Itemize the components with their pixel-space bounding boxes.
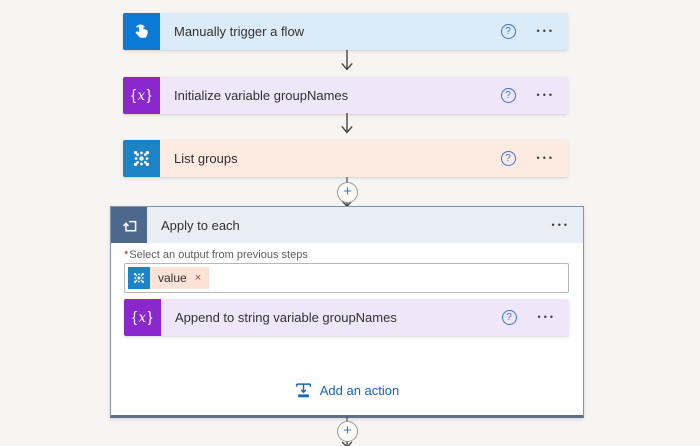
action-card-append-to-string-variable[interactable]: {x} Append to string variable groupNames… [124, 299, 569, 336]
add-an-action-button[interactable]: Add an action [289, 379, 406, 402]
scope-title: Apply to each [161, 217, 240, 233]
help-icon[interactable]: ? [500, 151, 516, 166]
required-asterisk: * [124, 249, 129, 261]
help-icon[interactable]: ? [500, 88, 516, 103]
office365-groups-icon [128, 267, 150, 289]
add-action-label: Add an action [319, 383, 400, 398]
ellipsis-menu-icon[interactable]: ••• [537, 312, 556, 322]
apply-to-each-loop-icon [111, 207, 147, 243]
token-dismiss-icon[interactable]: × [194, 272, 202, 284]
action-card-list-groups[interactable]: List groups ? ••• [123, 140, 568, 177]
card-title: Manually trigger a flow [174, 24, 305, 39]
ellipsis-menu-icon[interactable]: ••• [536, 153, 555, 163]
card-title: List groups [174, 151, 238, 166]
ellipsis-menu-icon[interactable]: ••• [536, 26, 555, 36]
help-icon[interactable]: ? [500, 24, 516, 39]
action-card-initialize-variable[interactable]: {x} Initialize variable groupNames ? ••• [123, 77, 568, 114]
apply-to-each-body: *Select an output from previous steps [111, 243, 583, 416]
insert-step-button[interactable]: + [337, 421, 358, 442]
variable-icon: {x} [123, 77, 160, 114]
add-action-icon [295, 383, 311, 398]
connector-arrow-icon [341, 113, 353, 134]
apply-to-each-scope: Apply to each ••• *Select an output from… [110, 206, 584, 418]
output-token-input[interactable]: value × [124, 263, 569, 293]
office365-groups-icon [123, 140, 160, 177]
ellipsis-menu-icon[interactable]: ••• [551, 219, 570, 230]
value-token-chip[interactable]: value × [128, 267, 210, 289]
trigger-card-manually-trigger-a-flow[interactable]: Manually trigger a flow ? ••• [123, 13, 568, 50]
help-icon[interactable]: ? [501, 310, 517, 325]
card-title: Append to string variable groupNames [175, 310, 397, 325]
insert-step-button[interactable]: + [337, 182, 358, 203]
output-field-label: *Select an output from previous steps [124, 249, 308, 261]
manual-trigger-touch-icon [123, 13, 160, 50]
card-title: Initialize variable groupNames [174, 88, 349, 103]
token-label: value [158, 271, 187, 285]
connector-arrow-icon [341, 50, 353, 71]
ellipsis-menu-icon[interactable]: ••• [536, 90, 555, 100]
apply-to-each-header[interactable]: Apply to each ••• [111, 207, 583, 243]
variable-icon: {x} [124, 299, 161, 336]
